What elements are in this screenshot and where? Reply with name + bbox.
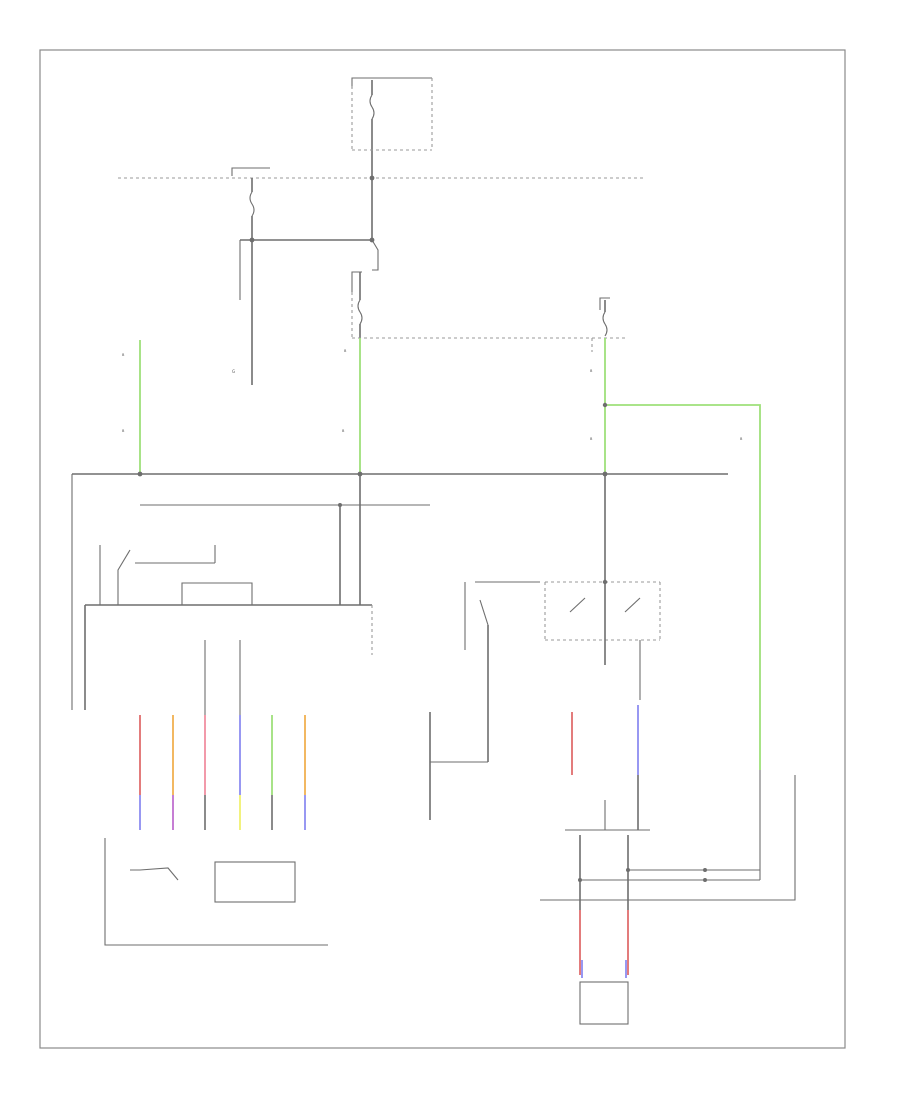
diagram-frame: [39, 49, 846, 1049]
svg-text:B: B: [740, 437, 743, 441]
harness-wires: [139, 640, 306, 830]
svg-text:B: B: [342, 429, 345, 433]
window-lock-switch: [565, 770, 761, 910]
top-fuse-box: [351, 77, 433, 170]
svg-text:B: B: [344, 349, 347, 353]
control-unit: [84, 474, 430, 710]
svg-text:B: B: [122, 429, 125, 433]
right-fuse-branch: [591, 297, 610, 352]
connector-bus: [71, 471, 728, 710]
door-lock-switch: [429, 581, 540, 820]
driver-window-switch: [104, 838, 328, 946]
svg-text:B: B: [122, 353, 125, 357]
svg-text:B: B: [590, 437, 593, 441]
left-fuse-branch: G: [231, 167, 372, 385]
passenger-side-wires: [571, 705, 639, 830]
svg-text:B: B: [590, 369, 593, 373]
passenger-window-switch: [544, 474, 661, 700]
middle-fuse-branch: [351, 271, 625, 339]
ground-left-marker: G: [232, 369, 235, 374]
fuse-relay: [371, 239, 379, 271]
green-wires: B B B B B B B: [122, 338, 761, 770]
passenger-door-boundary: [540, 775, 796, 901]
passenger-window-motor: [579, 910, 629, 1025]
